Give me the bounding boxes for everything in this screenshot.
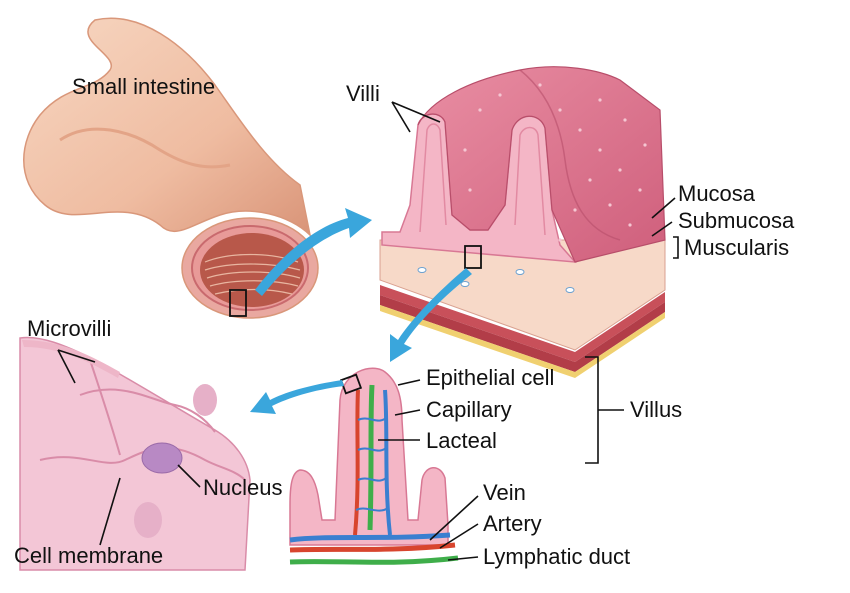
label-vein: Vein (483, 480, 526, 505)
intestine-fold (59, 127, 231, 169)
label-epithelial-cell: Epithelial cell (426, 365, 555, 390)
capillary-blue (383, 389, 392, 536)
arrow-intestine-to-wall (255, 208, 372, 296)
intestine-lumen (200, 233, 304, 307)
zoom-box-intestine (229, 289, 247, 317)
label-capillary: Capillary (426, 397, 512, 422)
label-lacteal: Lacteal (426, 428, 497, 453)
nucleus-shape-3 (134, 502, 162, 538)
label-nucleus: Nucleus (203, 475, 283, 500)
villi-top-surface (417, 66, 666, 263)
intestinal-wall-drawing (379, 66, 666, 378)
wall-vessel-dots (417, 267, 575, 293)
zoom-box-villus (339, 373, 363, 395)
label-submucosa: Submucosa (678, 208, 795, 233)
label-microvilli: Microvilli (27, 316, 112, 341)
muscularis-layer-2 (380, 295, 665, 372)
arrow-villus-to-cells (250, 380, 344, 414)
microvilli-edge (22, 340, 120, 378)
villus-inner-outline-1 (419, 123, 447, 233)
label-muscularis: Muscularis (684, 235, 790, 260)
nucleus-shape-2 (193, 384, 217, 416)
label-lymphatic-duct: Lymphatic duct (483, 544, 631, 569)
zoom-box-wall (464, 245, 482, 269)
villi-surface-dots (463, 83, 647, 242)
zoom-arrows (250, 208, 472, 414)
capillary-red (353, 389, 360, 536)
label-artery: Artery (483, 511, 542, 536)
arrow-wall-to-villus (390, 268, 472, 362)
nucleus-shape (141, 442, 183, 474)
serosa-layer (380, 305, 665, 378)
villus-inner-outline-2 (514, 126, 546, 236)
capillary-mesh (355, 417, 389, 512)
artery-base (289, 542, 456, 553)
label-cell-membrane: Cell membrane (14, 543, 164, 568)
label-villi: Villi (346, 81, 380, 106)
label-mucosa: Mucosa (678, 181, 756, 206)
muscularis-layer (380, 285, 665, 362)
cells-drawing (19, 336, 251, 571)
small-intestine-drawing (23, 17, 319, 319)
vein-base (289, 532, 451, 543)
lacteal-vessel (367, 384, 375, 531)
leader-lines (57, 101, 679, 561)
villus-drawing (289, 367, 459, 565)
label-small-intestine: Small intestine (72, 74, 216, 99)
submucosa-layer (379, 239, 666, 351)
lymphatic-base (289, 555, 459, 565)
intestine-folds-inner (204, 253, 301, 295)
villi-fold-line (519, 69, 621, 241)
cell-sheet (19, 336, 251, 571)
label-villus: Villus (630, 397, 683, 422)
intestine-body (23, 17, 312, 238)
